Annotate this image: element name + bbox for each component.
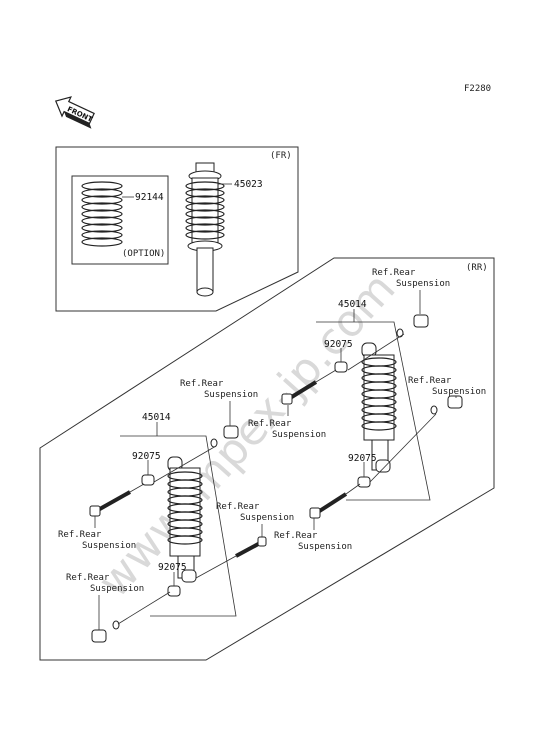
ref-label-3: Ref.Rear Suspension (180, 379, 258, 426)
ref-label-2: Ref.Rear Suspension (408, 376, 486, 398)
rear-shock-right (361, 342, 397, 473)
part-92075-left-top: 92075 (132, 451, 161, 462)
svg-text:Ref.Rear: Ref.Rear (216, 502, 260, 512)
collar-left-top (141, 474, 155, 486)
nut-right-top (413, 314, 429, 328)
svg-text:Suspension: Suspension (82, 541, 136, 551)
figure-code: F2280 (464, 84, 491, 94)
rear-shock-left (167, 456, 203, 583)
ref-label-5: Ref.Rear Suspension (216, 502, 294, 537)
svg-text:Ref.Rear: Ref.Rear (66, 573, 110, 583)
front-tag: (FR) (270, 151, 292, 161)
nut-left-bottom (91, 629, 107, 643)
bolt-right-bottom (309, 492, 348, 519)
svg-text:Ref.Rear: Ref.Rear (58, 530, 102, 540)
bolt-left-top (89, 490, 131, 517)
rear-tag: (RR) (466, 263, 488, 273)
front-arrow-icon: FRONT (54, 96, 95, 129)
part-45014-left: 45014 (142, 412, 171, 423)
svg-text:Suspension: Suspension (240, 513, 294, 523)
bolt-left-bottom (235, 536, 267, 558)
svg-text:Suspension: Suspension (396, 279, 450, 289)
front-shock-45023 (185, 162, 225, 297)
ref-label-4: Ref.Rear Suspension (248, 405, 326, 440)
part-45014-right: 45014 (338, 299, 367, 310)
collar-right-bottom (357, 476, 371, 488)
svg-text:Suspension: Suspension (204, 390, 258, 400)
svg-text:Suspension: Suspension (272, 430, 326, 440)
collar-left-bottom (167, 585, 181, 597)
option-box (71, 175, 169, 265)
svg-text:Suspension: Suspension (432, 387, 486, 397)
front-panel: (FR) (OPTION) 92144 (55, 146, 299, 312)
nut-left-top (223, 425, 239, 439)
bolt-right-top (281, 380, 318, 405)
part-92075-left-bottom: 92075 (158, 562, 187, 573)
spring-92144 (81, 181, 123, 247)
svg-text:Suspension: Suspension (298, 542, 352, 552)
rear-panel: (RR) 45014 92075 92075 (39, 257, 495, 661)
ref-label-6: Ref.Rear Suspension (274, 518, 352, 552)
svg-text:Ref.Rear: Ref.Rear (408, 376, 452, 386)
svg-text:Ref.Rear: Ref.Rear (180, 379, 224, 389)
option-label: (OPTION) (122, 249, 165, 259)
svg-text:Suspension: Suspension (90, 584, 144, 594)
svg-text:Ref.Rear: Ref.Rear (372, 268, 416, 278)
part-45023: 45023 (234, 179, 263, 190)
collar-right-top (334, 361, 348, 373)
part-92075-right-bottom: 92075 (348, 453, 377, 464)
svg-text:Ref.Rear: Ref.Rear (274, 531, 318, 541)
ref-label-8: Ref.Rear Suspension (66, 573, 144, 630)
part-92075-right-top: 92075 (324, 339, 353, 350)
part-92144: 92144 (135, 192, 164, 203)
nut-right-bottom (447, 395, 463, 409)
svg-text:Ref.Rear: Ref.Rear (248, 419, 292, 429)
ref-label-7: Ref.Rear Suspension (58, 516, 136, 551)
ref-label-1: Ref.Rear Suspension (372, 268, 450, 314)
